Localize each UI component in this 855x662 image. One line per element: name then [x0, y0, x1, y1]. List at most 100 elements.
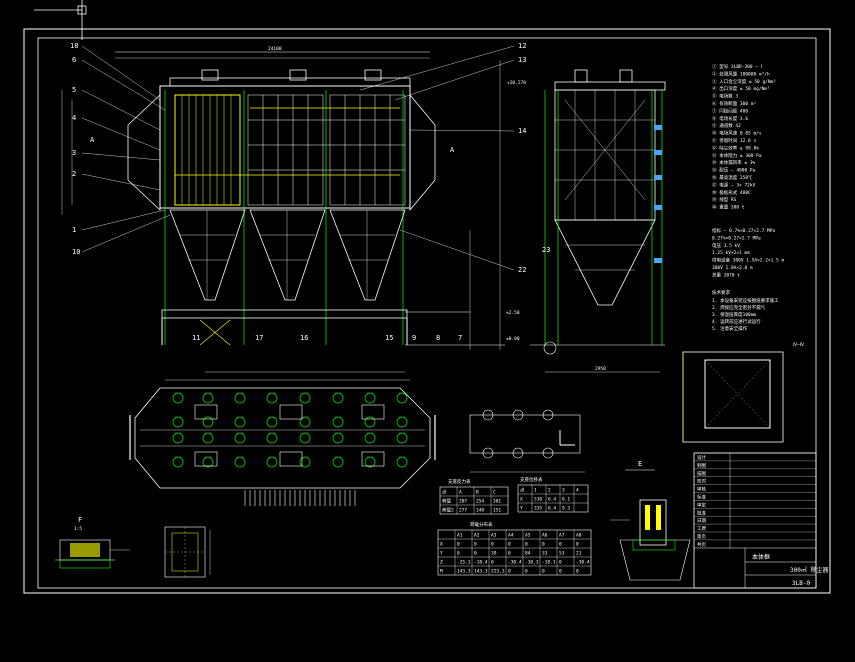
- table-cell: 0: [542, 569, 545, 575]
- table-cell: 84: [525, 551, 531, 557]
- callout-23: 23: [542, 246, 550, 254]
- callout: 6: [72, 56, 76, 64]
- table-cell: C: [493, 490, 496, 496]
- table2-title: 支座位移表: [520, 476, 543, 483]
- support-circle: [234, 432, 246, 444]
- table-cell: -25.1: [457, 560, 471, 566]
- table-cell: 点: [520, 488, 525, 494]
- table-cell: A1: [457, 533, 463, 539]
- tech-line: ⑤ 电场数 3: [712, 93, 738, 100]
- callout: 15: [385, 334, 393, 342]
- table-cell: 荷载: [442, 498, 451, 505]
- main-elevation: 24100: [61, 42, 526, 381]
- technical-notes: 技术要求 1. 本设备安装应按图纸要求施工 2. 焊接应完全密封不漏气 3. 保…: [712, 289, 779, 332]
- table-cell: 点: [442, 490, 447, 496]
- table-cell: 0: [525, 569, 528, 575]
- table-cell: A3: [491, 533, 497, 539]
- tech-line-2: 0.27%×0.27×2.7 MPa: [712, 235, 761, 241]
- callout: 3: [72, 149, 76, 157]
- tech-line: ⑭ 本体漏风率 ≤ 3%: [712, 159, 756, 166]
- callout: 10: [72, 248, 80, 256]
- table-cell: 0: [491, 542, 494, 548]
- table-cell: A6: [542, 533, 548, 539]
- table-cell: 0: [508, 542, 511, 548]
- title-row: 审定: [697, 501, 706, 508]
- table-cell: 0: [474, 542, 477, 548]
- title-row: 第页: [697, 533, 706, 540]
- support-circle: [202, 456, 214, 468]
- title-sheet: 3LB-0: [792, 580, 810, 587]
- table-cell: -30.3: [525, 560, 539, 566]
- tech-line: ⑮ 耐压 — 4000 Pa: [712, 167, 756, 174]
- table-cell: 0: [576, 542, 579, 548]
- table-cell: 6.4: [548, 506, 556, 512]
- table-cell: 0: [491, 560, 494, 566]
- support-circle: [396, 392, 408, 404]
- table-cell: 530: [534, 497, 542, 503]
- tech-line: ⑫ 除尘效率 ≥ 99.8%: [712, 144, 759, 151]
- support-circle: [364, 392, 376, 404]
- table-cell: 4: [576, 488, 579, 494]
- tech-line: ⑰ 电源 — 3× 72kV: [712, 181, 756, 188]
- table-frame: [437, 529, 592, 576]
- tech-line: ① 型号 3LBD-300 — Ⅰ: [712, 63, 762, 70]
- table1-title: 支座反力表: [448, 478, 471, 485]
- notes-title: 技术要求: [712, 289, 730, 296]
- note-line: 2. 焊接应完全密封不漏气: [712, 304, 766, 311]
- flange-detail: Ⅳ—Ⅳ: [682, 342, 805, 443]
- table-cell: 53: [559, 551, 565, 557]
- support-circle: [202, 432, 214, 444]
- support-circle: [266, 416, 278, 428]
- support-circle: [364, 456, 376, 468]
- table-cell: 0: [576, 569, 579, 575]
- support-circle: [202, 392, 214, 404]
- tech-line: ⑦ 同极间距 400: [712, 107, 748, 114]
- title-name: 本体框: [752, 553, 770, 561]
- tech-line-2: 1.25 kV×2×1 mm: [712, 250, 750, 256]
- table-cell: -18.1: [542, 560, 556, 566]
- table-cell: 21: [576, 551, 582, 557]
- title-row: 制图: [697, 462, 706, 469]
- tech-line-2: 供电设备 380V 1.5A×2.2×1.5 m: [712, 257, 784, 264]
- note-line: 1. 本设备安装应按图纸要求施工: [712, 297, 779, 304]
- support-circle: [266, 392, 278, 404]
- tech-line: ⑬ 本体阻力 ≤ 300 Pa: [712, 152, 762, 159]
- callout: 18: [70, 42, 78, 50]
- table-cell: M: [440, 569, 443, 575]
- support-circle: [234, 416, 246, 428]
- detail-label-f: F: [78, 516, 82, 524]
- sheet-border-outer: [23, 28, 831, 594]
- title-row: 校对: [697, 478, 706, 485]
- table-frame: [517, 484, 589, 513]
- callouts-left: 18 6 5 4 3 2 1 10: [70, 42, 80, 256]
- section-detail-e: E: [610, 460, 691, 581]
- callout: 1: [72, 226, 76, 234]
- table-cell: 2: [548, 488, 551, 494]
- support-circle: [364, 432, 376, 444]
- tech-line: ② 处理风量 180000 m³/h: [712, 70, 770, 77]
- level-base: ±0.00: [506, 336, 520, 342]
- title-row: 日期: [697, 518, 706, 524]
- section-mark-a: A: [90, 136, 95, 144]
- callout: 13: [518, 56, 526, 64]
- right-dim-label: Ⅳ—Ⅳ: [793, 342, 805, 348]
- support-circle: [332, 416, 344, 428]
- tech-line: ⑳ 重量 380 t: [712, 204, 745, 211]
- table-cell: 151: [493, 508, 501, 514]
- support-circle: [396, 432, 408, 444]
- title-row: 设计: [697, 454, 706, 461]
- tech-line: ⑨ 通道数 42: [712, 122, 741, 129]
- table-cell: 335: [534, 506, 542, 512]
- table-cell: A8: [576, 533, 582, 539]
- level-mid: ±2.50: [506, 310, 520, 316]
- title-row: 描图: [697, 470, 706, 477]
- callout: 14: [518, 127, 526, 135]
- detail-label-e: E: [638, 460, 642, 468]
- note-line: 4. 运转前应进行试运行: [712, 318, 761, 325]
- support-circle: [172, 456, 184, 468]
- table-cell: 254: [476, 499, 484, 505]
- support-circle: [266, 432, 278, 444]
- table-cell: 0: [508, 569, 511, 575]
